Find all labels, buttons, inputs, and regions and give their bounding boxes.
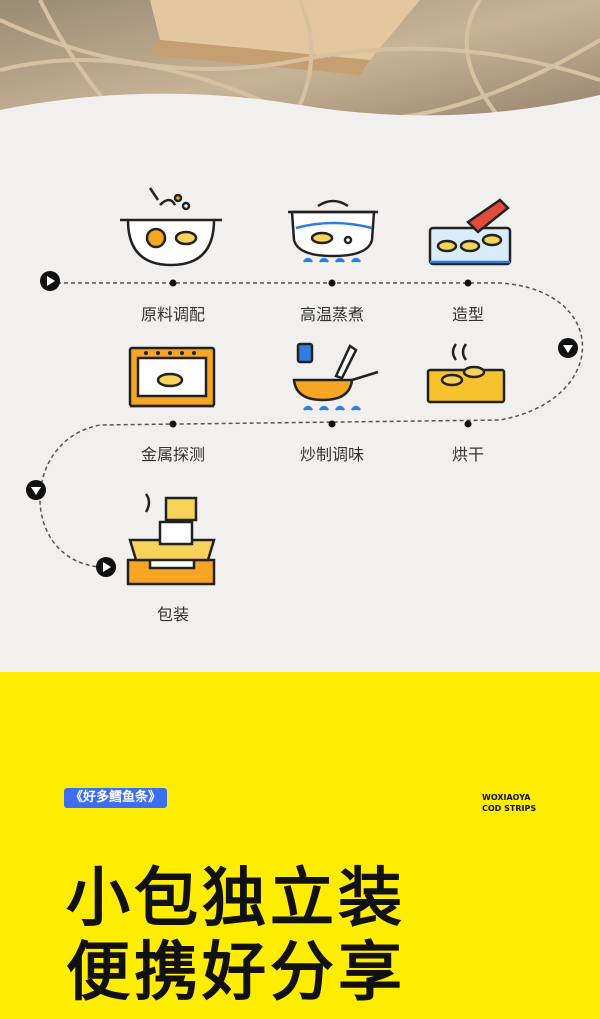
header-photo: [0, 0, 600, 140]
promo-section: 《好多鳕鱼条》 WOXIAOYA COD STRIPS 小包独立装 便携好分享: [0, 672, 600, 1019]
step-dot: [169, 420, 177, 428]
step-label: 高温蒸煮: [299, 305, 364, 324]
frying-pan-icon: [292, 342, 379, 411]
brand-line: COD STRIPS: [482, 804, 537, 813]
step-dot: [169, 279, 177, 287]
brand-line: WOXIAOYA: [482, 793, 531, 802]
flow-turn-marker: [558, 338, 578, 358]
steaming-pot-icon: [288, 199, 378, 263]
flow-start-marker: [40, 271, 60, 291]
headline-line-2: 便携好分享: [66, 936, 406, 1010]
flow-path: [39, 282, 584, 568]
brand-mark: WOXIAOYA COD STRIPS: [482, 792, 562, 814]
step-label: 造型: [451, 305, 484, 324]
flow-turn-marker: [26, 480, 46, 500]
metal-detector-icon: [128, 346, 216, 408]
step-dot: [328, 420, 336, 428]
drying-rack-icon: [426, 343, 506, 404]
process-flow: [26, 187, 584, 586]
headline-line-1: 小包独立装: [66, 862, 406, 936]
step-label: 原料调配: [140, 305, 205, 324]
step-dot: [464, 279, 472, 287]
step-label: 烘干: [451, 445, 484, 464]
step-label: 金属探测: [140, 445, 205, 464]
flow-end-marker: [96, 557, 116, 577]
step-label: 包装: [156, 605, 189, 624]
shaping-board-icon: [428, 198, 512, 266]
mixing-pot-icon: [120, 187, 222, 267]
step-label: 炒制调味: [299, 445, 364, 464]
step-dot: [328, 279, 336, 287]
step-dot: [464, 420, 472, 428]
product-tag: 《好多鳕鱼条》: [64, 788, 168, 808]
packaging-boxes-icon: [126, 493, 216, 586]
